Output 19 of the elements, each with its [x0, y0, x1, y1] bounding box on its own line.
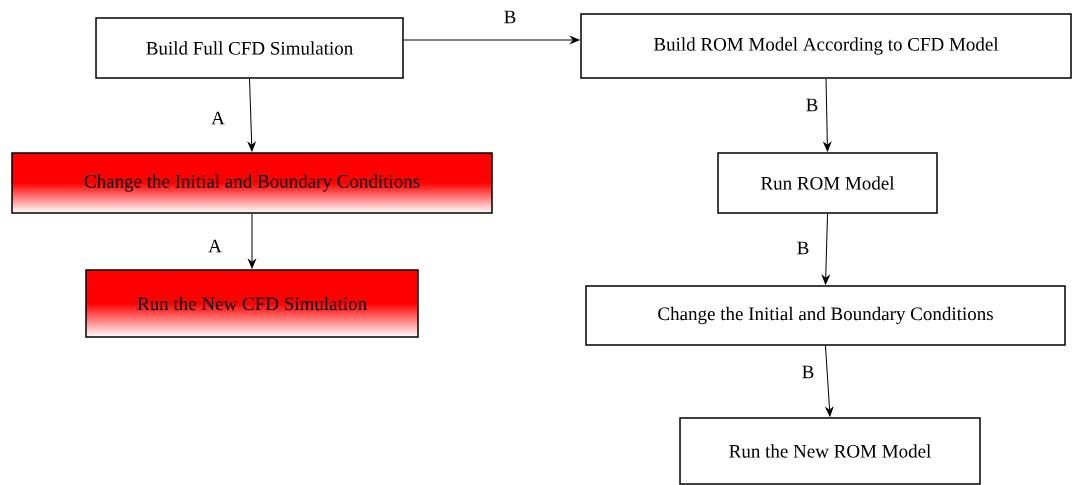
arrow	[403, 36, 580, 44]
edge-label: B	[804, 97, 820, 113]
process-box: Change the Initial and Boundary Conditions	[585, 285, 1066, 346]
edge-label: B	[800, 364, 816, 380]
process-box: Run the New CFD Simulation	[85, 269, 419, 338]
arrow	[823, 78, 832, 152]
edge-label: A	[210, 110, 226, 126]
process-box: Run the New ROM Model	[679, 417, 981, 485]
process-box: Build ROM Model According to CFD Model	[580, 13, 1072, 79]
edge-label: A	[207, 238, 223, 254]
process-box: Run ROM Model	[717, 152, 938, 214]
arrow	[248, 213, 256, 269]
edge-label: B	[502, 9, 518, 25]
arrow	[825, 345, 834, 417]
arrow	[821, 213, 830, 285]
edge-label: B	[795, 240, 811, 256]
process-box: Build Full CFD Simulation	[95, 17, 404, 79]
arrow	[247, 78, 256, 152]
process-box: Change the Initial and Boundary Conditions	[11, 152, 493, 214]
